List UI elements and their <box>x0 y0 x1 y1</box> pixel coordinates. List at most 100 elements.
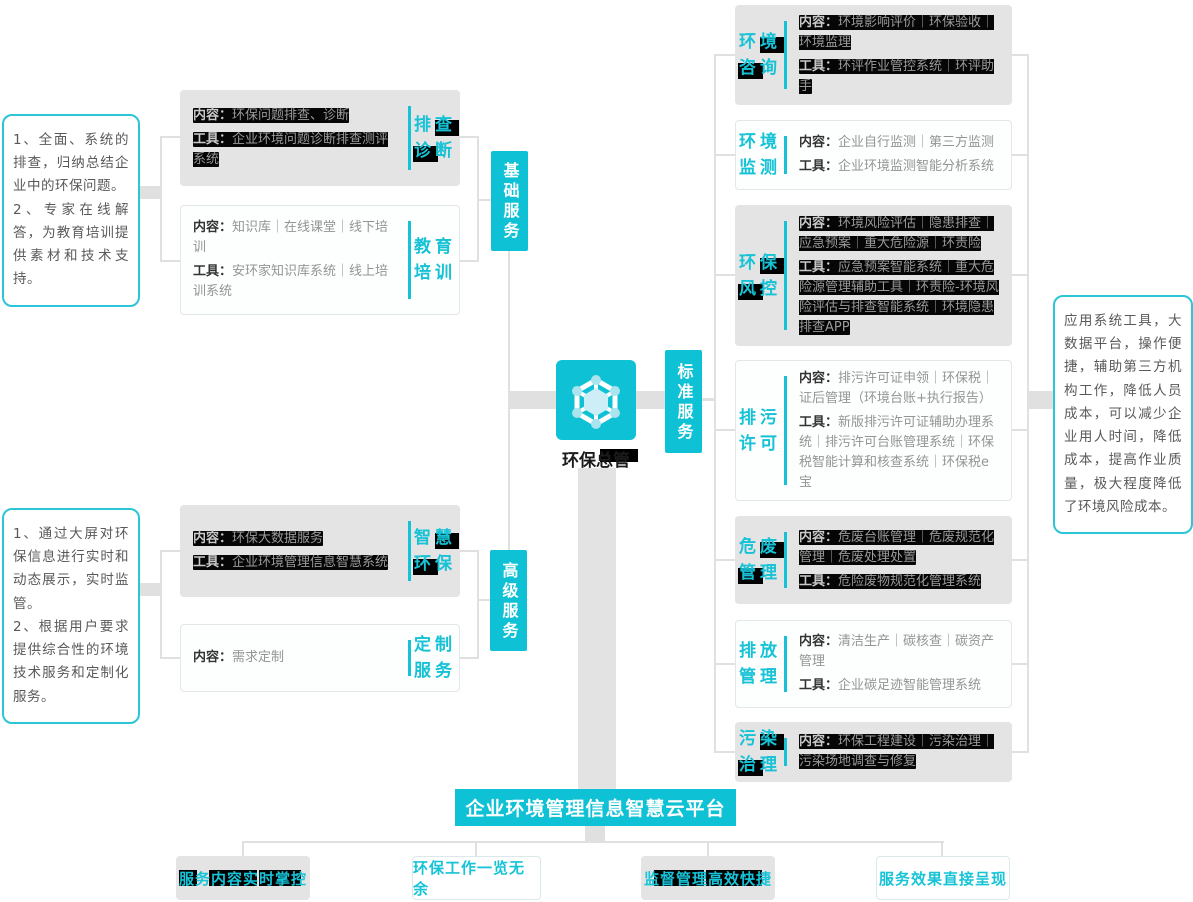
field-label: 工具： <box>799 574 839 589</box>
connector-trunk <box>578 468 616 790</box>
node-inspection-diagnosis: 内容：环保问题排查、诊断 工具：企业环境问题诊断排查测评系统 排查诊断 <box>180 90 460 186</box>
field-value: 需求定制 <box>232 650 285 665</box>
field-label: 内容： <box>799 634 839 649</box>
connector <box>707 841 709 856</box>
hexagon-logo-icon <box>556 360 636 440</box>
label-divider <box>408 521 411 581</box>
connector <box>460 657 479 659</box>
field-label: 工具： <box>799 59 839 74</box>
node-content: 内容：排污许可证申领｜环保税｜证后管理（环境台账+执行报告） 工具：新版排污许可… <box>787 357 1011 505</box>
footer-item-direct-results: 服务效果直接呈现 <box>876 856 1010 900</box>
node-education-training: 内容：知识库｜在线课堂｜线下培训 工具：安环家知识库系统｜线上培训系统 教育培训 <box>180 205 460 315</box>
connector <box>477 199 492 201</box>
connector <box>702 398 716 401</box>
field-value: 安环家知识库系统｜线上培训系统 <box>193 264 389 299</box>
field-value: 新版排污许可证辅助办理系统｜排污许可台账管理系统｜环保税智能计算和核查系统｜环保… <box>799 414 995 490</box>
connector <box>1012 54 1029 56</box>
field-label: 内容： <box>193 531 233 546</box>
node-label: 排查诊断 <box>411 112 459 164</box>
connector <box>242 841 944 843</box>
node-custom-service: 内容：需求定制 定制服务 <box>180 624 460 692</box>
footer-item-label: 服务内容实时掌控 <box>178 867 307 889</box>
node-label: 环境监测 <box>739 132 781 178</box>
connector <box>714 559 735 561</box>
tools-line: 工具：环评作业管控系统｜环评助手 <box>799 57 999 97</box>
label-divider <box>408 221 411 299</box>
node-content: 内容：清洁生产｜碳核查｜碳资产管理 工具：企业碳足迹智能管理系统 <box>787 620 1011 708</box>
field-label: 内容： <box>193 650 233 665</box>
connector <box>460 136 479 138</box>
field-value: 企业碳足迹智能管理系统 <box>838 678 982 693</box>
label-divider <box>784 738 787 766</box>
field-label: 工具： <box>799 159 839 174</box>
connector <box>941 841 943 856</box>
field-label: 工具： <box>193 264 233 279</box>
connector <box>160 136 180 138</box>
connector <box>475 841 477 856</box>
connector <box>160 550 162 659</box>
node-content: 内容：环保问题排查、诊断 工具：企业环境问题诊断排查测评系统 <box>181 94 408 182</box>
content-line: 内容：排污许可证申领｜环保税｜证后管理（环境台账+执行报告） <box>799 369 999 409</box>
field-value: 企业自行监测｜第三方监测 <box>838 135 995 150</box>
connector <box>1012 429 1029 431</box>
node-discharge-permit: 排污许可 内容：排污许可证申领｜环保税｜证后管理（环境台账+执行报告） 工具：新… <box>735 360 1012 501</box>
node-env-risk-control: 环保风控 内容：环境风险评估｜隐患排查｜应急预案｜重大危险源｜环责险 工具：应急… <box>735 205 1012 346</box>
node-smart-environment: 内容：环保大数据服务 工具：企业环境管理信息智慧系统 智慧环保 <box>180 505 460 597</box>
note-advanced-services: 1、通过大屏对环保信息进行实时和动态展示，实时监管。 2、根据用户要求提供综合性… <box>2 508 140 724</box>
connector <box>1012 274 1029 276</box>
tag-basic-services: 基础服务 <box>491 151 528 251</box>
field-label: 内容： <box>799 15 839 30</box>
field-label: 工具： <box>799 414 839 430</box>
field-value: 环保工程建设｜污染治理｜污染场地调查与修复 <box>799 734 995 769</box>
field-label: 内容： <box>799 530 839 545</box>
connector <box>477 550 479 659</box>
note-standard-services: 应用系统工具，大数据平台，操作便捷，辅助第三方机构工作，降低人员成本，可以减少企… <box>1053 295 1193 534</box>
tools-line: 工具：应急预案智能系统｜重大危险源管理辅助工具｜环责险-环境风险评估与排查智能系… <box>799 258 999 338</box>
label-divider <box>784 636 787 692</box>
node-content: 内容：危废台账管理｜危废规范化管理｜危废处理处置 工具：危险废物规范化管理系统 <box>787 516 1011 604</box>
field-label: 内容： <box>799 370 839 386</box>
content-line: 内容：环境风险评估｜隐患排查｜应急预案｜重大危险源｜环责险 <box>799 214 999 254</box>
tools-line: 工具：企业环境监测智能分析系统 <box>799 157 999 177</box>
tools-line: 工具：企业环境管理信息智慧系统 <box>193 553 396 573</box>
node-label: 定制服务 <box>414 635 456 681</box>
field-label: 工具： <box>193 555 233 570</box>
field-value: 环保问题排查、诊断 <box>232 108 350 123</box>
connector <box>160 657 180 659</box>
field-value: 企业环境监测智能分析系统 <box>838 159 995 174</box>
field-value: 环境影响评价｜环保验收｜环境监理 <box>799 15 995 50</box>
content-line: 内容：环保大数据服务 <box>193 529 396 549</box>
footer-item-label: 监督管理高效快捷 <box>643 867 772 889</box>
node-content: 内容：环境风险评估｜隐患排查｜应急预案｜重大危险源｜环责险 工具：应急预案智能系… <box>787 202 1011 350</box>
node-pollution-treatment: 污染治理 内容：环保工程建设｜污染治理｜污染场地调查与修复 <box>735 722 1012 782</box>
node-content: 内容：企业自行监测｜第三方监测 工具：企业环境监测智能分析系统 <box>787 121 1011 189</box>
tools-line: 工具：危险废物规范化管理系统 <box>799 572 999 592</box>
label-divider <box>784 136 787 174</box>
field-value: 应急预案智能系统｜重大危险源管理辅助工具｜环责险-环境风险评估与排查智能系统｜环… <box>799 259 999 335</box>
label-divider <box>408 640 411 676</box>
note-basic-services: 1、全面、系统的排查，归纳总结企业中的环保问题。 2、专家在线解答，为教育培训提… <box>2 114 140 307</box>
connector <box>714 751 735 753</box>
tag-standard-services: 标准服务 <box>665 350 702 453</box>
content-line: 内容：需求定制 <box>193 648 396 668</box>
field-value: 企业环境管理信息智慧系统 <box>232 555 389 570</box>
field-label: 工具： <box>799 259 839 275</box>
tools-line: 工具：企业环境问题诊断排查测评系统 <box>193 130 396 170</box>
connector <box>714 54 716 753</box>
node-label: 排污许可 <box>739 407 781 454</box>
content-line: 内容：环保工程建设｜污染治理｜污染场地调查与修复 <box>799 732 999 772</box>
platform-banner: 企业环境管理信息智慧云平台 <box>455 789 736 826</box>
connector <box>460 260 479 262</box>
content-line: 内容：清洁生产｜碳核查｜碳资产管理 <box>799 632 999 672</box>
label-divider <box>408 106 411 170</box>
label-divider <box>784 376 787 485</box>
content-line: 内容：环保问题排查、诊断 <box>193 106 396 126</box>
tools-line: 工具：新版排污许可证辅助办理系统｜排污许可台账管理系统｜环保税智能计算和核查系统… <box>799 413 999 493</box>
connector <box>1012 663 1029 665</box>
node-label: 环境咨询 <box>736 29 784 81</box>
connector <box>714 274 735 276</box>
content-line: 内容：知识库｜在线课堂｜线下培训 <box>193 218 396 258</box>
connector <box>160 550 180 552</box>
field-value: 环境风险评估｜隐患排查｜应急预案｜重大危险源｜环责险 <box>799 215 995 251</box>
node-content: 内容：环保大数据服务 工具：企业环境管理信息智慧系统 <box>181 517 408 585</box>
